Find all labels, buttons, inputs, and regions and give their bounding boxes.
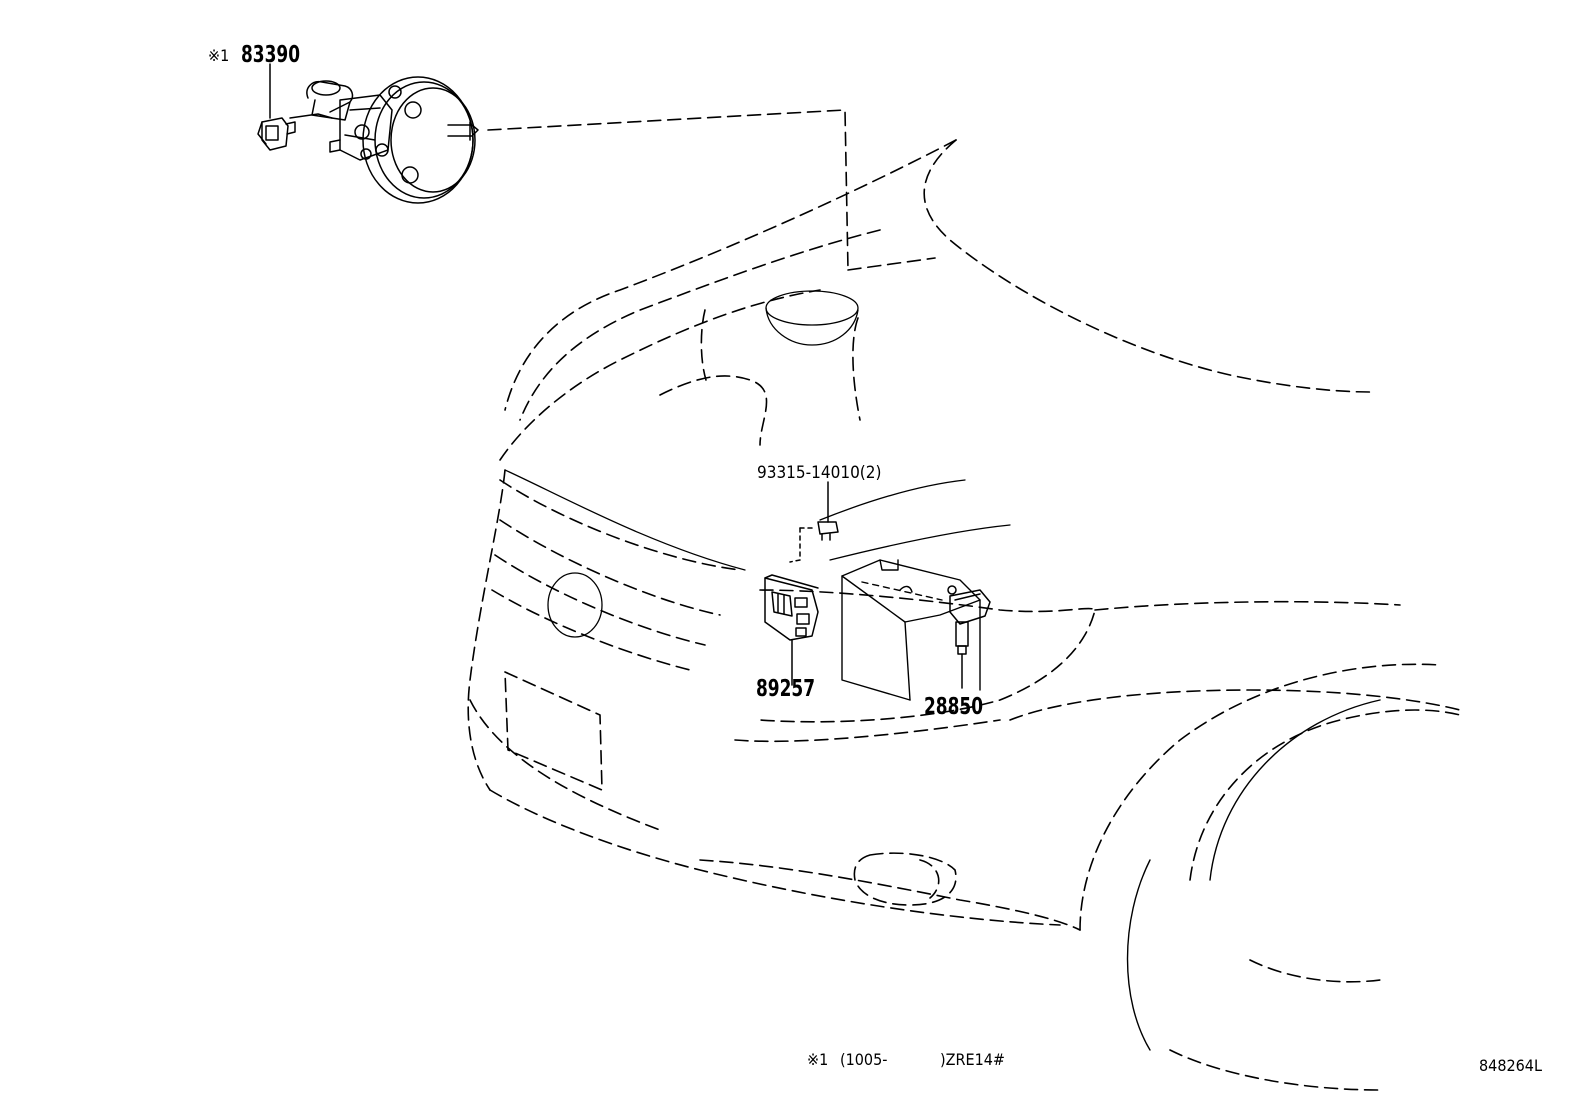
- battery-current-sensor-part: [947, 585, 991, 689]
- battery-outline: [841, 559, 981, 701]
- part-number-89257: 89257: [756, 676, 816, 702]
- part-number-83390: 83390: [241, 42, 301, 68]
- bolt-part: [789, 481, 839, 563]
- relay-block-part: [764, 574, 819, 686]
- diagram-id: 848264L: [1479, 1056, 1542, 1075]
- engine-bay-detail: [504, 290, 1011, 638]
- brake-fluid-sensor-part: [257, 63, 296, 151]
- note-mark-brake-sensor: ※1: [208, 46, 230, 65]
- part-number-bolt: 93315-14010(2): [757, 463, 882, 483]
- part-number-28850: 28850: [924, 694, 984, 720]
- footnote-mark: ※1: [807, 1050, 829, 1069]
- wheel-outline: [1126, 699, 1381, 1051]
- car-body-outline: [467, 109, 1461, 1091]
- brake-booster-assembly: [289, 76, 479, 204]
- footnote-range: (1005-: [840, 1050, 888, 1069]
- footnote-model: )ZRE14#: [940, 1050, 1005, 1069]
